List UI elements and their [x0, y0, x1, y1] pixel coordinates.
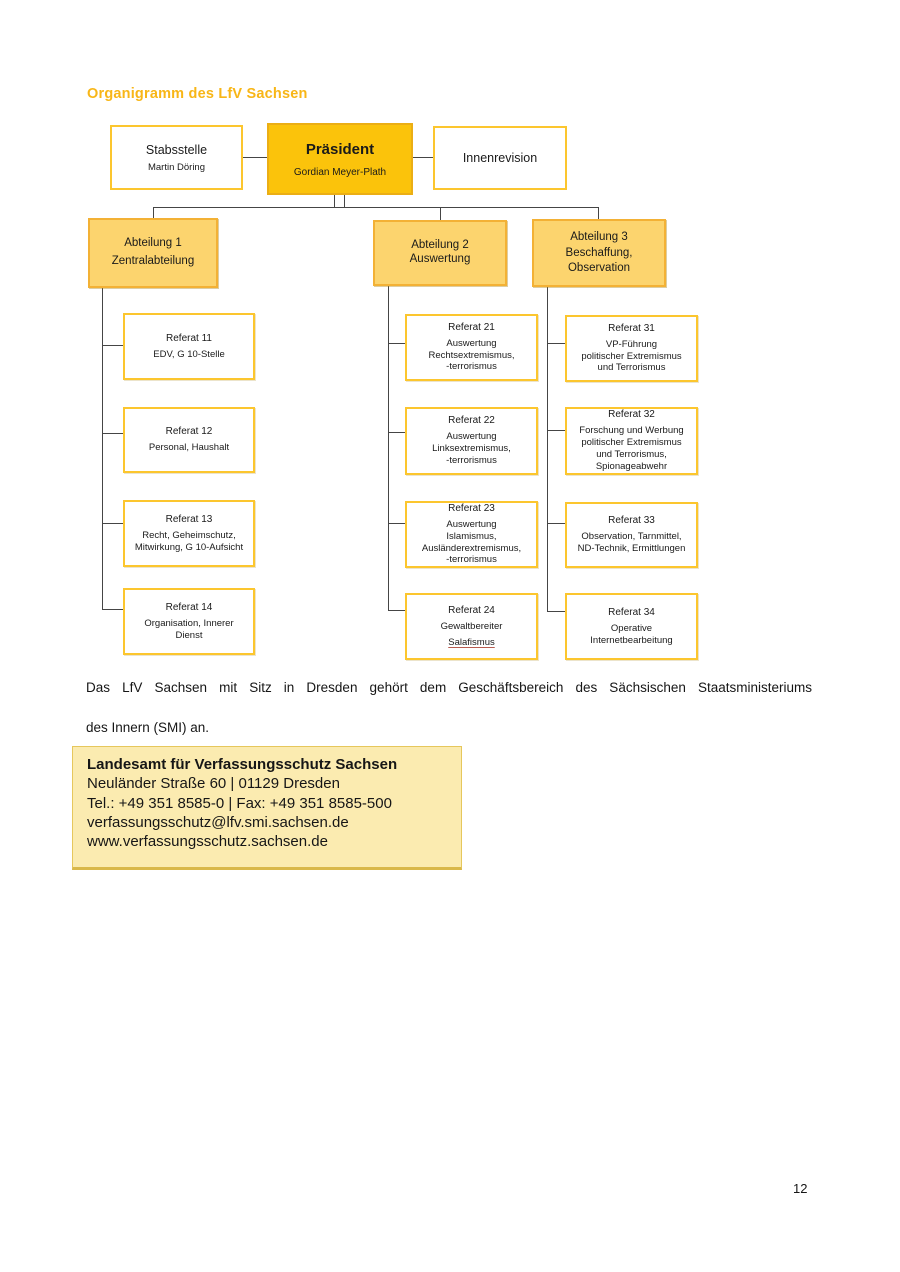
connector-line: [388, 343, 405, 344]
contact-address: Neuländer Straße 60 | 01129 Dresden: [87, 775, 340, 793]
unit-title: Referat 21: [448, 321, 495, 333]
org-box-subtitle: Zentralabteilung: [111, 255, 195, 268]
connector-line: [102, 609, 123, 610]
org-box-referat-21: Referat 21 Auswertung Rechtsextremismus,…: [405, 314, 538, 381]
connector-line: [547, 523, 565, 524]
org-box-referat-33: Referat 33 Observation, Tarnmittel, ND-T…: [565, 502, 698, 568]
unit-subtitle: Observation, Tarnmittel, ND-Technik, Erm…: [577, 531, 686, 554]
unit-title: Referat 22: [448, 415, 495, 427]
connector-line: [388, 523, 405, 524]
unit-subtitle: Forschung und Werbung politischer Extrem…: [579, 425, 684, 472]
org-box-subtitle: Martin Döring: [147, 161, 206, 173]
unit-subtitle: Auswertung Linksextremismus, -terrorismu…: [432, 431, 511, 466]
org-box-abteilung-1: Abteilung 1 Zentralabteilung: [88, 218, 218, 288]
connector-line: [547, 430, 565, 431]
org-box-referat-23: Referat 23 Auswertung Islamismus, Auslän…: [405, 501, 538, 568]
org-box-praesident: Präsident Gordian Meyer-Plath: [267, 123, 413, 195]
org-box-title: Abteilung 1: [124, 237, 182, 250]
org-box-abteilung-2: Abteilung 2 Auswertung: [373, 220, 507, 286]
connector-line: [388, 286, 389, 611]
unit-subtitle: EDV, G 10-Stelle: [153, 348, 225, 360]
unit-subtitle: Gewaltbereiter: [440, 620, 503, 632]
org-box-subtitle: Auswertung: [409, 253, 471, 266]
unit-title: Referat 33: [608, 515, 655, 527]
connector-line: [153, 207, 599, 208]
connector-line: [102, 433, 123, 434]
org-box-referat-13: Referat 13 Recht, Geheimschutz, Mitwirku…: [123, 500, 255, 567]
connector-line: [547, 611, 565, 612]
unit-title: Referat 24: [448, 604, 495, 616]
org-box-referat-32: Referat 32 Forschung und Werbung politis…: [565, 407, 698, 475]
paragraph-line: Das LfV Sachsen mit Sitz in Dresden gehö…: [86, 680, 812, 695]
unit-subtitle: Personal, Haushalt: [148, 442, 230, 454]
page-title: Organigramm des LfV Sachsen: [87, 86, 308, 102]
contact-name: Landesamt für Verfassungsschutz Sachsen: [87, 756, 398, 773]
unit-title: Referat 12: [165, 426, 213, 438]
org-box-referat-14: Referat 14 Organisation, Innerer Dienst: [123, 588, 255, 655]
contact-phone-fax: Tel.: +49 351 8585-0 | Fax: +49 351 8585…: [87, 794, 392, 812]
body-paragraph: Das LfV Sachsen mit Sitz in Dresden gehö…: [86, 678, 812, 738]
connector-line: [547, 287, 548, 612]
connector-line: [598, 207, 599, 219]
unit-title: Referat 32: [608, 409, 655, 421]
org-box-referat-31: Referat 31 VP-Führung politischer Extrem…: [565, 315, 698, 382]
contact-website: www.verfassungsschutz.sachsen.de: [87, 833, 328, 851]
connector-line: [153, 207, 154, 218]
org-box-subtitle: Beschaffung, Observation: [565, 246, 633, 274]
unit-title: Referat 13: [165, 513, 213, 525]
org-box-title: Stabsstelle: [145, 142, 208, 157]
org-box-referat-22: Referat 22 Auswertung Linksextremismus, …: [405, 407, 538, 475]
connector-line: [413, 157, 433, 158]
org-box-referat-12: Referat 12 Personal, Haushalt: [123, 407, 255, 473]
connector-line: [102, 345, 123, 346]
connector-line: [388, 432, 405, 433]
connector-line: [334, 195, 335, 207]
org-box-subtitle: Gordian Meyer-Plath: [293, 166, 387, 178]
unit-subtitle: Organisation, Innerer Dienst: [144, 617, 234, 641]
unit-subtitle-underlined: Salafismus: [448, 636, 495, 648]
org-box-stabsstelle: Stabsstelle Martin Döring: [110, 125, 243, 190]
connector-line: [388, 610, 405, 611]
org-box-abteilung-3: Abteilung 3 Beschaffung, Observation: [532, 219, 666, 287]
org-box-title: Abteilung 2: [411, 239, 469, 252]
unit-title: Referat 11: [166, 332, 212, 344]
unit-subtitle: Auswertung Islamismus, Ausländerextremis…: [421, 518, 522, 566]
unit-subtitle: Operative Internetbearbeitung: [590, 622, 673, 646]
org-box-referat-11: Referat 11 EDV, G 10-Stelle: [123, 313, 255, 380]
connector-line: [344, 195, 345, 207]
unit-subtitle: Auswertung Rechtsextremismus, -terrorism…: [428, 337, 515, 373]
contact-info-box: Landesamt für Verfassungsschutz Sachsen …: [72, 746, 462, 870]
unit-title: Referat 23: [448, 502, 495, 514]
org-box-title: Abteilung 3: [570, 230, 628, 243]
unit-subtitle: VP-Führung politischer Extremismus und T…: [581, 338, 682, 374]
connector-line: [547, 343, 565, 344]
contact-email: verfassungsschutz@lfv.smi.sachsen.de: [87, 813, 349, 831]
unit-subtitle: Recht, Geheimschutz, Mitwirkung, G 10-Au…: [134, 529, 244, 553]
connector-line: [102, 288, 103, 610]
unit-title: Referat 31: [608, 322, 655, 334]
unit-title: Referat 34: [608, 606, 655, 618]
org-box-referat-34: Referat 34 Operative Internetbearbeitung: [565, 593, 698, 660]
page-number: 12: [793, 1181, 808, 1196]
connector-line: [440, 207, 441, 220]
unit-title: Referat 14: [165, 601, 213, 613]
org-box-title: Innenrevision: [462, 151, 538, 165]
org-box-innenrevision: Innenrevision: [433, 126, 567, 190]
connector-line: [102, 523, 123, 524]
paragraph-line: des Innern (SMI) an.: [86, 720, 210, 735]
org-box-referat-24: Referat 24 Gewaltbereiter Salafismus: [405, 593, 538, 660]
org-box-title: Präsident: [305, 140, 375, 158]
connector-line: [243, 157, 267, 158]
